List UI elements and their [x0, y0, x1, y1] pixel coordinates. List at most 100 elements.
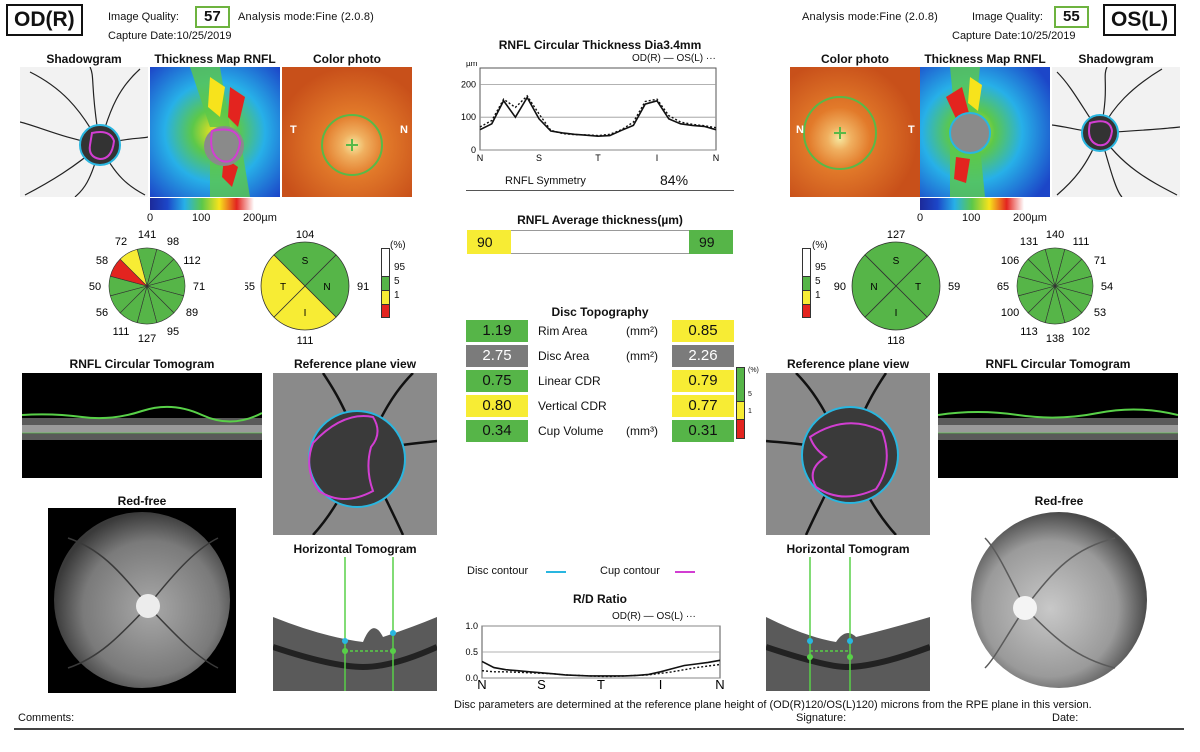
disc-row-unit: (mm²) — [626, 324, 658, 338]
od-shadowgram-label: Shadowgram — [46, 52, 122, 66]
os-clock-sector — [1027, 248, 1056, 288]
od-red-free-label: Red-free — [117, 494, 167, 508]
od-clock-value: 58 — [96, 255, 108, 267]
disc-value-od: 0.75 — [466, 370, 528, 392]
od-horizontal-tomogram-image — [273, 557, 437, 691]
os-thickness-map-label: Thickness Map RNFL — [924, 52, 1046, 66]
disc-row-unit: (mm³) — [626, 424, 658, 438]
od-reference-plane-image — [273, 373, 437, 535]
thickness-series-odr — [479, 95, 717, 138]
od-clock-value: 71 — [193, 281, 205, 293]
os-image-quality-label: Image Quality: — [972, 11, 1043, 23]
footer-comments: Comments: — [18, 712, 75, 724]
od-q-value-s: 104 — [296, 229, 314, 241]
thickness-ytick: 200 — [461, 79, 476, 89]
od-clock-value: 95 — [167, 326, 179, 338]
disc-value-os: 0.85 — [672, 320, 734, 342]
os-q-value-i: 118 — [887, 335, 905, 346]
disc-row-unit: (mm²) — [626, 349, 658, 363]
od-q-letter-n: N — [323, 282, 330, 293]
disc-row-label: Vertical CDR — [538, 399, 607, 413]
od-percent-legend-95: 95 — [394, 262, 406, 273]
os-percent-legend-1: 1 — [815, 290, 821, 301]
disc-value-od: 1.19 — [466, 320, 528, 342]
thickness-chart-title: RNFL Circular Thickness Dia3.4mm — [498, 38, 702, 52]
od-quadrant-i — [273, 285, 337, 331]
od-quadrant-chart: S N I T 104 91 111 55 — [245, 229, 369, 346]
od-analysis-mode: Analysis mode:Fine (2.0.8) — [238, 11, 375, 23]
od-quadrant-n — [304, 254, 350, 318]
footer-rule — [14, 728, 1184, 730]
od-percent-legend-bar — [381, 248, 390, 318]
od-colorbar-tick-200: 200µm — [243, 212, 277, 224]
od-tomogram-label: RNFL Circular Tomogram — [69, 357, 215, 371]
os-red-free-image — [965, 508, 1153, 693]
os-clock-value: 100 — [1001, 307, 1019, 319]
od-clock-value: 72 — [115, 236, 127, 248]
disc-value-os: 0.79 — [672, 370, 734, 392]
disc-row-label: Rim Area — [538, 324, 588, 338]
od-shadowgram-image — [20, 67, 148, 197]
disc-value-os: 0.31 — [672, 420, 734, 442]
rd-xtick: N — [477, 677, 486, 692]
od-clock-value: 141 — [138, 229, 156, 241]
avg-thickness-bar — [467, 230, 733, 254]
od-colorbar-tick-100: 100 — [192, 212, 211, 224]
od-capture-date: Capture Date:10/25/2019 — [108, 30, 232, 42]
disc-row-label: Linear CDR — [538, 374, 601, 388]
os-shadowgram-image — [1052, 67, 1180, 197]
os-eye-label: OS(L) — [1103, 4, 1177, 36]
disc-value-od: 0.34 — [466, 420, 528, 442]
footer-note: Disc parameters are determined at the re… — [454, 699, 1092, 711]
od-color-photo-image: T N — [282, 67, 412, 197]
od-image-quality-label: Image Quality: — [108, 11, 179, 23]
disc-value-od: 2.75 — [466, 345, 528, 367]
os-horizontal-tomogram-label: Horizontal Tomogram — [786, 542, 910, 556]
os-q-letter-t: T — [915, 282, 921, 293]
os-q-value-t: 59 — [948, 281, 960, 293]
os-quadrant-i — [864, 285, 928, 331]
disc-row: 1.19 Rim Area (mm²) 0.85 — [466, 320, 734, 342]
os-q-letter-i: I — [895, 308, 898, 319]
os-photo-n: N — [796, 124, 804, 136]
disc-row: 0.75 Linear CDR 0.79 — [466, 370, 734, 392]
od-eye-label: OD(R) — [6, 4, 83, 36]
thickness-chart-legend: OD(R) — OS(L) ··· — [632, 53, 716, 64]
od-image-quality: 57 — [195, 6, 230, 28]
os-clock-value: 140 — [1046, 229, 1064, 241]
footer-date: Date: — [1052, 712, 1079, 724]
os-clock-value: 102 — [1072, 326, 1090, 338]
od-clock-value: 127 — [138, 333, 156, 345]
rd-xtick: I — [659, 677, 663, 692]
od-percent-legend-1: 1 — [394, 290, 400, 301]
os-clock-value: 113 — [1020, 326, 1038, 338]
rd-ytick: 0.0 — [465, 673, 478, 683]
os-clock-value: 131 — [1020, 236, 1038, 248]
avg-thickness-od: 90 — [467, 230, 511, 254]
os-circular-tomogram-image — [938, 373, 1178, 478]
disc-mini-legend-5: 5 — [748, 391, 752, 398]
os-red-free-label: Red-free — [1034, 494, 1084, 508]
od-horizontal-tomogram-label: Horizontal Tomogram — [293, 542, 417, 556]
od-percent-legend-title: (%) — [390, 240, 406, 251]
os-clock-value: 53 — [1094, 307, 1106, 319]
os-clock-value: 65 — [997, 281, 1009, 293]
od-reference-plane-label: Reference plane view — [293, 357, 417, 371]
os-q-letter-s: S — [893, 256, 900, 267]
rd-ytick: 0.5 — [465, 647, 478, 657]
symmetry-divider — [466, 190, 734, 191]
od-quadrant-s — [273, 241, 337, 287]
os-image-quality: 55 — [1054, 6, 1089, 28]
disc-value-os: 0.77 — [672, 395, 734, 417]
thickness-series-osl — [479, 94, 717, 137]
rd-xtick: T — [597, 677, 605, 692]
od-clock-value: 89 — [186, 307, 198, 319]
avg-thickness-title: RNFL Average thickness(µm) — [517, 213, 683, 227]
os-q-letter-n: N — [870, 282, 877, 293]
